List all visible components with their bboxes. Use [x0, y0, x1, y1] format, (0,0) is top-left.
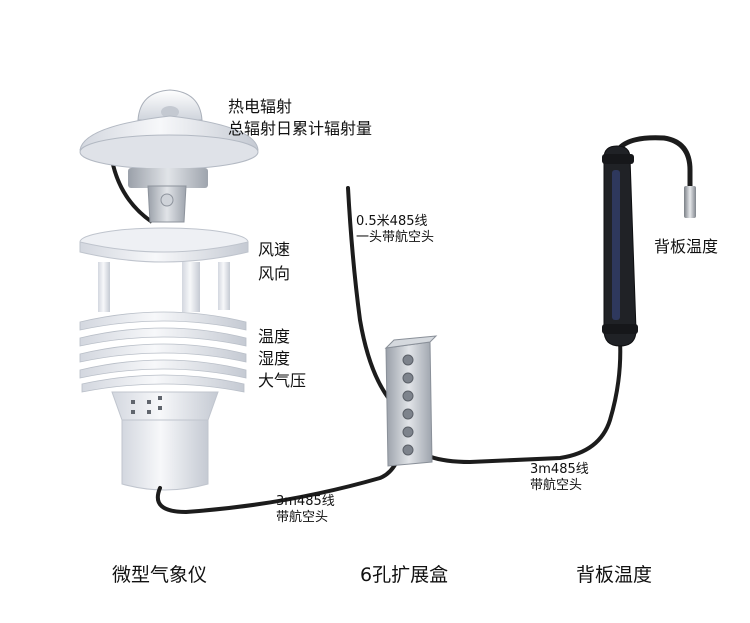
radiation-shield-rim	[79, 134, 259, 170]
backboard-module	[602, 145, 638, 347]
caption-extension-box: 6孔扩展盒	[360, 564, 449, 586]
label-cable-right-line-2: 带航空头	[530, 478, 583, 493]
label-cable-top-line-2: 一头带航空头	[356, 230, 435, 245]
wind-sensor-body	[79, 241, 249, 263]
bracket-bolt	[160, 193, 174, 207]
caption-backboard-temp: 背板温度	[576, 564, 653, 586]
label-cable-left-line-1: 3m485线	[276, 494, 335, 509]
label-cable-left: 3m485线 带航空头	[276, 494, 335, 526]
label-cable-left-line-2: 带航空头	[276, 510, 329, 525]
lower-neck	[111, 391, 219, 421]
column-left	[98, 262, 110, 312]
column-right	[218, 262, 230, 310]
sensor-cup	[121, 419, 209, 491]
column-mid	[182, 262, 200, 312]
box-ports	[402, 354, 414, 456]
cable-box-to-backboard	[406, 338, 623, 465]
radiation-dome	[137, 89, 203, 121]
label-cable-top: 0.5米485线 一头带航空头	[356, 214, 434, 246]
label-radiation: 热电辐射 总辐射日累计辐射量	[228, 96, 372, 140]
louver-stack	[79, 311, 247, 393]
module-cap-top	[602, 154, 634, 164]
label-wind-speed: 风速	[258, 240, 291, 259]
extension-box	[384, 335, 438, 467]
label-climate: 温度 湿度 大气压	[258, 326, 306, 392]
module-cap-bottom	[602, 324, 638, 334]
label-backboard: 背板温度	[654, 237, 719, 256]
label-cable-right: 3m485线 带航空头	[530, 462, 589, 494]
temperature-probe	[684, 186, 696, 218]
weather-station	[79, 89, 259, 491]
caption-weather-station: 微型气象仪	[112, 564, 208, 586]
label-radiation-line-1: 热电辐射	[228, 97, 293, 116]
vent-holes	[131, 396, 162, 414]
dome-center	[161, 106, 179, 118]
label-wind-direction: 风向	[258, 264, 291, 283]
cable-probe-lead	[615, 135, 693, 191]
label-radiation-line-2: 总辐射日累计辐射量	[228, 119, 373, 138]
label-cable-top-line-1: 0.5米485线	[356, 214, 428, 229]
label-pressure: 大气压	[258, 371, 307, 390]
label-temperature: 温度	[258, 327, 291, 346]
module-highlight	[612, 170, 620, 320]
cable-station-to-box	[155, 432, 406, 515]
radiation-cable	[110, 159, 154, 224]
label-cable-right-line-1: 3m485线	[530, 462, 589, 477]
label-wind: 风速 风向	[258, 238, 290, 286]
cable-half-meter	[346, 186, 406, 416]
label-humidity: 湿度	[258, 349, 291, 368]
mount-collar	[128, 168, 208, 188]
